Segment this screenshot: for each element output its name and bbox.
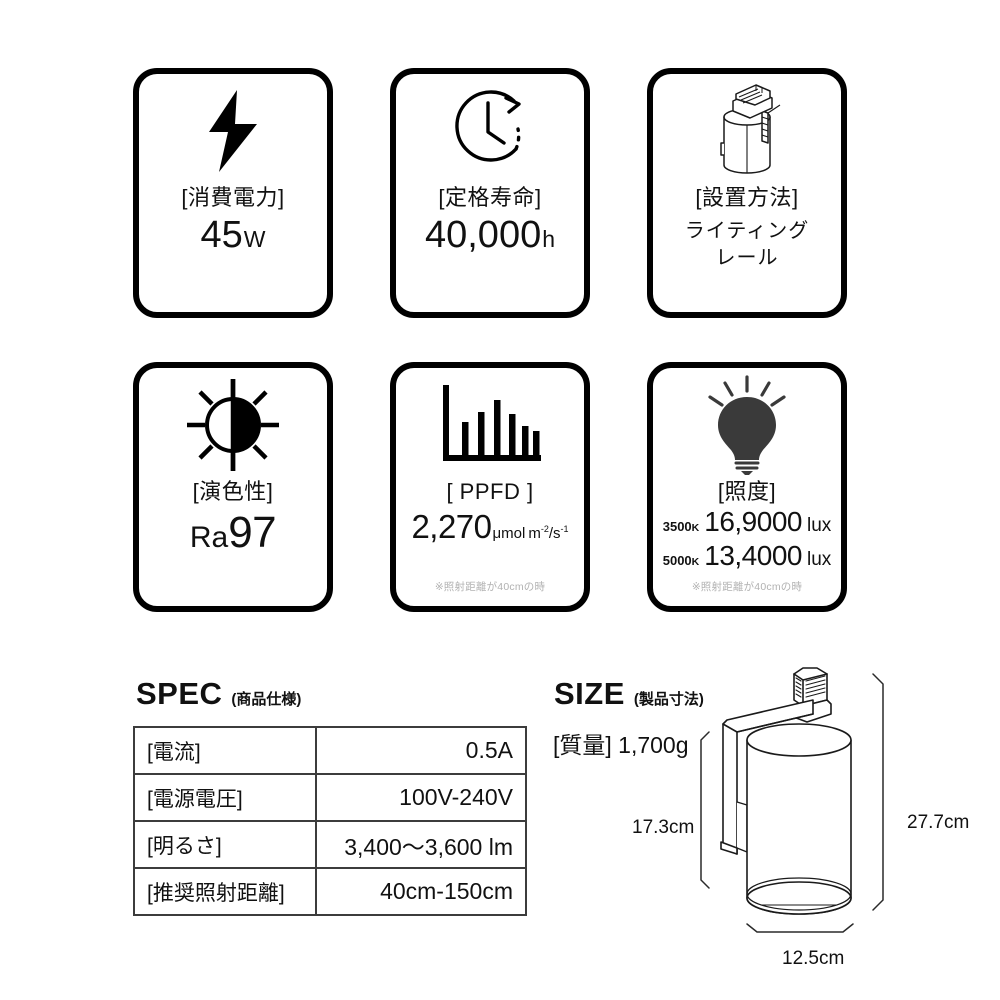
value-number: 40,000 (424, 214, 542, 257)
card-label: [設置方法] (695, 185, 799, 210)
table-row: [推奨照射距離] 40cm-150cm (133, 867, 527, 916)
spec-subtitle: (商品仕様) (231, 691, 302, 708)
unit-second-exponent: -1 (560, 524, 569, 535)
card-installation-method: [設置方法] ライティング レール (647, 68, 847, 318)
spec-value: 0.5A (315, 726, 527, 775)
unit-second: /s (548, 525, 561, 543)
table-row: [電源電圧] 100V-240V (133, 773, 527, 822)
value-number: 45 (200, 214, 243, 257)
half-sun-icon (139, 368, 327, 476)
card-subtext: ライティング レール (685, 218, 809, 272)
spec-heading: SPEC (商品仕様) (133, 676, 525, 712)
dimension-label-diameter: 12.5cm (782, 948, 845, 969)
card-label: [消費電力] (181, 185, 285, 210)
illuminance-row-3500k: 3500K 16,9000 lux (663, 506, 832, 538)
light-bulb-icon (653, 368, 841, 476)
value-number: 2,270 (411, 508, 492, 546)
card-label: [ PPFD ] (446, 479, 534, 504)
bar-chart-icon (396, 368, 584, 476)
card-footnote: ※照射距離が40cmの時 (434, 581, 546, 593)
card-subtext-line2: レール (715, 247, 779, 270)
spec-value: 100V-240V (315, 773, 527, 822)
table-row: [明るさ] 3,400〜3,600 lm (133, 820, 527, 869)
unit-meter-exponent: -2 (540, 524, 549, 535)
value-unit: h (542, 226, 556, 253)
track-light-icon (653, 74, 841, 182)
spec-value: 40cm-150cm (315, 867, 527, 916)
card-label: [定格寿命] (438, 185, 542, 210)
mass-label: [質量] (553, 732, 612, 758)
value-number: 97 (228, 508, 277, 558)
spec-table: [電流] 0.5A [電源電圧] 100V-240V [明るさ] 3,400〜3… (133, 726, 527, 916)
dimension-label-height-body: 17.3cm (632, 817, 695, 838)
lux-value-5000k: 13,4000 (704, 540, 802, 572)
spec-value: 3,400〜3,600 lm (315, 820, 527, 869)
card-label: [照度] (717, 479, 777, 504)
unit-meter: m (528, 525, 541, 543)
mass-row: [質量] 1,700g (551, 726, 981, 760)
card-subtext-line1: ライティング (684, 220, 810, 243)
spec-key: [電源電圧] (133, 773, 317, 822)
temp-value: 5000 (662, 553, 692, 569)
card-footnote: ※照射距離が40cmの時 (691, 581, 803, 593)
illuminance-row-5000k: 5000K 13,4000 lux (663, 540, 832, 572)
product-dimension-drawing: 17.3cm 27.7cm 12.5cm (551, 662, 991, 982)
table-row: [電流] 0.5A (133, 726, 527, 775)
clock-icon (396, 74, 584, 182)
lux-unit-3500k: lux (806, 515, 832, 537)
size-section: SIZE (製品寸法) [質量] 1,700g (551, 676, 981, 760)
spec-title: SPEC (136, 676, 223, 711)
lux-unit-5000k: lux (806, 549, 832, 571)
temp-value: 3500 (662, 519, 692, 535)
dimension-label-total-height: 27.7cm (907, 812, 970, 833)
size-heading: SIZE (製品寸法) (551, 676, 981, 712)
size-title: SIZE (554, 676, 625, 711)
value-unit: W (243, 226, 266, 253)
lightning-bolt-icon (139, 74, 327, 182)
value-prefix: Ra (189, 521, 229, 555)
spec-key: [明るさ] (133, 820, 317, 869)
size-subtitle: (製品寸法) (633, 691, 704, 708)
spec-key: [電流] (133, 726, 317, 775)
spec-section: SPEC (商品仕様) [電流] 0.5A [電源電圧] 100V-240V [… (133, 676, 527, 916)
color-temp-5000k: 5000K (663, 553, 700, 568)
temp-unit: K (691, 556, 700, 569)
spotlight-line-drawing (700, 667, 884, 933)
lux-value-3500k: 16,9000 (704, 506, 802, 538)
temp-unit: K (691, 522, 700, 535)
card-label: [演色性] (192, 479, 274, 504)
card-illuminance: [照度] 3500K 16,9000 lux 5000K 13,4000 lux… (647, 362, 847, 612)
unit-umol: μmol (492, 525, 526, 543)
spec-key: [推奨照射距離] (133, 867, 317, 916)
color-temp-3500k: 3500K (663, 519, 700, 534)
mass-value: 1,700g (618, 732, 689, 758)
